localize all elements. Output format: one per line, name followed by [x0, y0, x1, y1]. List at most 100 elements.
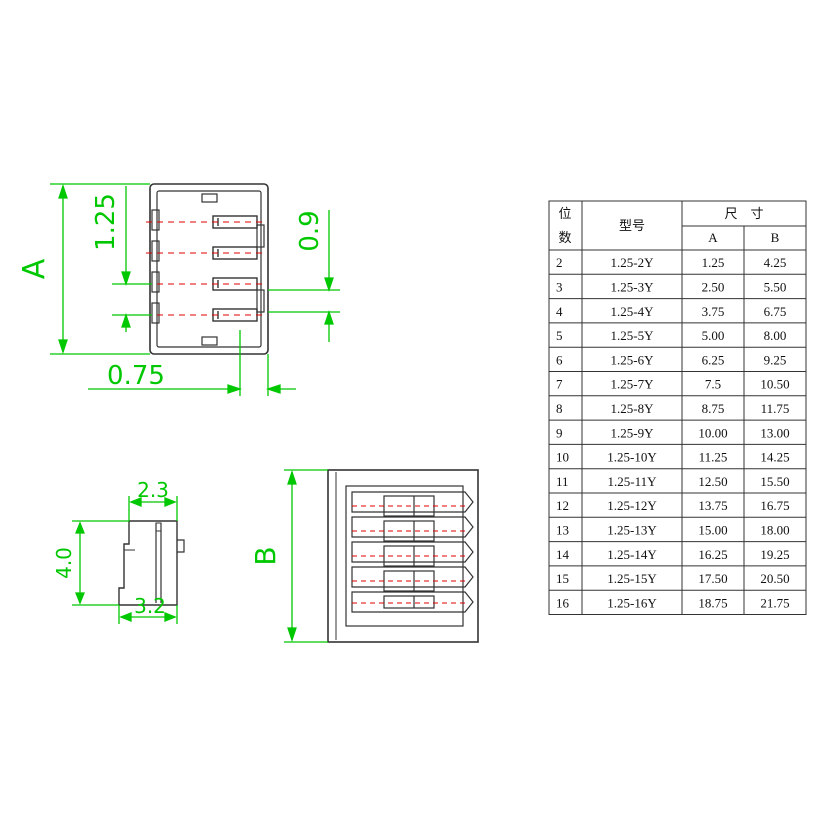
cell-b: 19.25	[760, 547, 789, 562]
cell-a: 7.5	[705, 377, 721, 392]
header-col-a: A	[708, 230, 718, 245]
cell-b: 6.75	[764, 304, 787, 319]
slot	[351, 566, 474, 588]
cell-b: 5.50	[764, 279, 787, 294]
table-border	[548, 200, 807, 615]
top-view-housing-outer	[149, 183, 269, 355]
cell-model: 1.25-3Y	[611, 279, 655, 294]
top-view-centerlines	[146, 221, 262, 316]
cell-positions: 11	[556, 474, 569, 489]
side-view-outline	[118, 520, 178, 606]
dimension-offset	[88, 330, 296, 396]
front-view-contacts	[383, 495, 435, 609]
cell-model: 1.25-2Y	[611, 255, 655, 270]
slot	[351, 591, 474, 613]
cell-a: 12.50	[698, 474, 727, 489]
top-view: A 1.25 0.9 0.7	[17, 183, 340, 396]
table-row: 15 1.25-15Y 17.50 20.50	[556, 571, 790, 586]
dimension-pitch	[112, 186, 152, 332]
cell-model: 1.25-16Y	[607, 595, 657, 610]
top-view-housing-inner	[156, 190, 262, 348]
cell-positions: 16	[556, 595, 570, 610]
table-row: 13 1.25-13Y 15.00 18.00	[556, 522, 790, 537]
cell-positions: 10	[556, 450, 569, 465]
cell-b: 21.75	[760, 595, 789, 610]
cell-a: 10.00	[698, 425, 727, 440]
dimension-b	[284, 469, 328, 643]
cell-a: 15.00	[698, 522, 727, 537]
dimension-depth-bottom	[118, 605, 178, 624]
cell-a: 17.50	[698, 571, 727, 586]
cell-a: 18.75	[698, 595, 727, 610]
cell-model: 1.25-8Y	[611, 401, 655, 416]
cell-a: 13.75	[698, 498, 727, 513]
cell-b: 4.25	[764, 255, 787, 270]
cell-model: 1.25-15Y	[607, 571, 657, 586]
cell-b: 18.00	[760, 522, 789, 537]
front-view: B	[249, 469, 479, 643]
cell-model: 1.25-12Y	[607, 498, 657, 513]
table-row: 14 1.25-14Y 16.25 19.25	[556, 547, 790, 562]
cell-model: 1.25-5Y	[611, 328, 655, 343]
cell-model: 1.25-13Y	[607, 522, 657, 537]
top-view-bottom-latch	[201, 336, 218, 346]
dimension-b-label: B	[249, 546, 282, 565]
top-view-pins	[212, 215, 258, 322]
slot	[351, 541, 474, 563]
front-view-outer	[327, 469, 479, 643]
cell-positions: 6	[556, 352, 563, 367]
cell-positions: 4	[556, 304, 563, 319]
cell-positions: 14	[556, 547, 570, 562]
cell-a: 16.25	[698, 547, 727, 562]
cell-b: 16.75	[760, 498, 789, 513]
dimension-offset-label: 0.75	[107, 361, 165, 391]
dimension-height	[72, 520, 129, 606]
cell-a: 1.25	[702, 255, 725, 270]
header-size: 尺 寸	[724, 207, 763, 222]
cell-b: 9.25	[764, 352, 787, 367]
cell-model: 1.25-4Y	[611, 304, 655, 319]
cell-positions: 7	[556, 377, 563, 392]
slot	[351, 516, 474, 538]
cell-positions: 5	[556, 328, 563, 343]
cell-model: 1.25-11Y	[608, 474, 658, 489]
cell-b: 15.50	[760, 474, 789, 489]
cell-a: 3.75	[702, 304, 725, 319]
top-view-right-shoulders	[256, 224, 265, 313]
cell-b: 10.50	[760, 377, 789, 392]
dimension-pitch-label: 1.25	[91, 193, 121, 251]
cell-b: 11.75	[761, 401, 790, 416]
cell-a: 6.25	[702, 352, 725, 367]
cell-positions: 2	[556, 255, 563, 270]
dimension-a	[50, 183, 150, 355]
cell-positions: 15	[556, 571, 569, 586]
cell-positions: 3	[556, 279, 563, 294]
cell-b: 20.50	[760, 571, 789, 586]
table-row: 16 1.25-16Y 18.75 21.75	[556, 595, 790, 610]
slot	[351, 491, 474, 513]
top-view-left-notches	[151, 209, 160, 324]
cell-b: 14.25	[760, 450, 789, 465]
dimension-pin-spacing-label: 0.9	[295, 210, 325, 251]
header-positions-2: 数	[558, 231, 571, 246]
header-col-b: B	[771, 230, 780, 245]
header-model: 型号	[619, 219, 645, 234]
cell-model: 1.25-6Y	[611, 352, 655, 367]
cell-model: 1.25-10Y	[607, 450, 657, 465]
top-view-top-latch	[201, 193, 218, 203]
dimension-depth-top-label: 2.3	[137, 478, 169, 502]
front-view-slots	[351, 491, 474, 613]
cell-b: 8.00	[764, 328, 787, 343]
cell-model: 1.25-14Y	[607, 547, 657, 562]
cell-positions: 13	[556, 522, 569, 537]
dimension-depth-bottom-label: 3.2	[134, 594, 166, 618]
cell-a: 8.75	[702, 401, 725, 416]
